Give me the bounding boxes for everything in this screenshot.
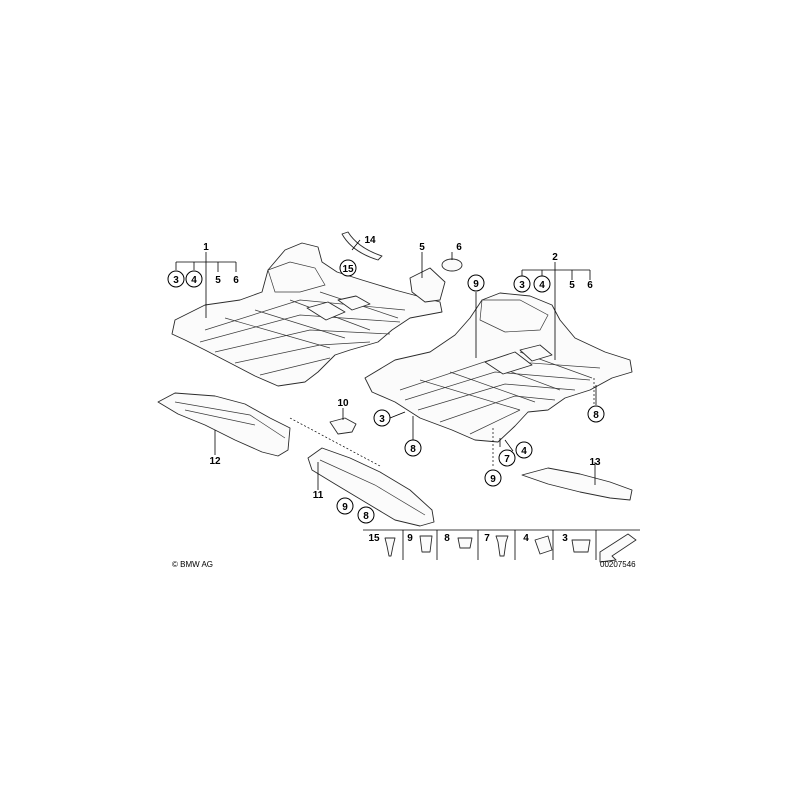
callouts: 1 3 4 5 6 14 15 5 6 9 2 3 4 5 6 10 3 8 8… <box>167 235 605 524</box>
fastener-strip <box>363 529 640 563</box>
strip-label-9: 9 <box>407 533 413 544</box>
callout-6: 6 <box>456 242 462 253</box>
strip-label-4: 4 <box>523 533 529 544</box>
push-rivet-icon <box>384 537 396 557</box>
callout-2-3: 3 <box>519 280 525 291</box>
callout-13: 13 <box>589 457 601 468</box>
seal-strip-14 <box>341 231 383 261</box>
callout-12: 12 <box>209 456 221 467</box>
direction-arrow-icon <box>599 533 637 563</box>
underbody-shield-left <box>171 242 443 387</box>
callout-2: 2 <box>552 252 558 263</box>
bracket-10 <box>329 417 357 435</box>
callout-8c: 8 <box>363 511 369 522</box>
callout-9c: 9 <box>342 502 348 513</box>
strip-label-3: 3 <box>562 533 568 544</box>
cap-6 <box>441 258 463 272</box>
strip-label-15: 15 <box>368 533 380 544</box>
fastener-strip-labels: 15 9 8 7 4 3 <box>368 533 568 544</box>
callout-8a: 8 <box>410 444 416 455</box>
callout-10: 10 <box>337 398 349 409</box>
callout-2-5: 5 <box>569 280 575 291</box>
callout-5: 5 <box>419 242 425 253</box>
callout-4: 4 <box>521 446 527 457</box>
side-panel-12 <box>157 392 291 457</box>
sheet-metal-nut-icon <box>571 539 591 553</box>
callout-1-4: 4 <box>191 275 197 286</box>
callout-14: 14 <box>364 235 376 246</box>
callout-9b: 9 <box>490 474 496 485</box>
callout-2-6: 6 <box>587 280 593 291</box>
callout-1: 1 <box>203 242 209 253</box>
center-panel-11 <box>307 447 435 527</box>
callout-3: 3 <box>379 414 385 425</box>
callout-1-5: 5 <box>215 275 221 286</box>
strip-label-8: 8 <box>444 533 450 544</box>
callout-9a: 9 <box>473 279 479 290</box>
leader-lines <box>175 239 597 490</box>
screw-icon <box>495 535 509 557</box>
spring-nut-icon <box>534 535 553 555</box>
copyright: © BMW AG <box>172 560 213 569</box>
part-number: 00207546 <box>600 560 636 569</box>
callout-1-6: 6 <box>233 275 239 286</box>
callout-11: 11 <box>313 490 324 501</box>
bracket-13 <box>521 467 633 501</box>
callout-15: 15 <box>342 264 354 275</box>
cover-5 <box>409 267 446 303</box>
callout-8b: 8 <box>593 410 599 421</box>
expanding-nut-icon <box>457 537 473 549</box>
callout-1-3: 3 <box>173 275 179 286</box>
underbody-shield-right <box>364 292 633 443</box>
clip-nut-icon <box>419 535 433 553</box>
strip-label-7: 7 <box>484 533 490 544</box>
callout-7: 7 <box>504 454 510 465</box>
callout-2-4: 4 <box>539 280 545 291</box>
